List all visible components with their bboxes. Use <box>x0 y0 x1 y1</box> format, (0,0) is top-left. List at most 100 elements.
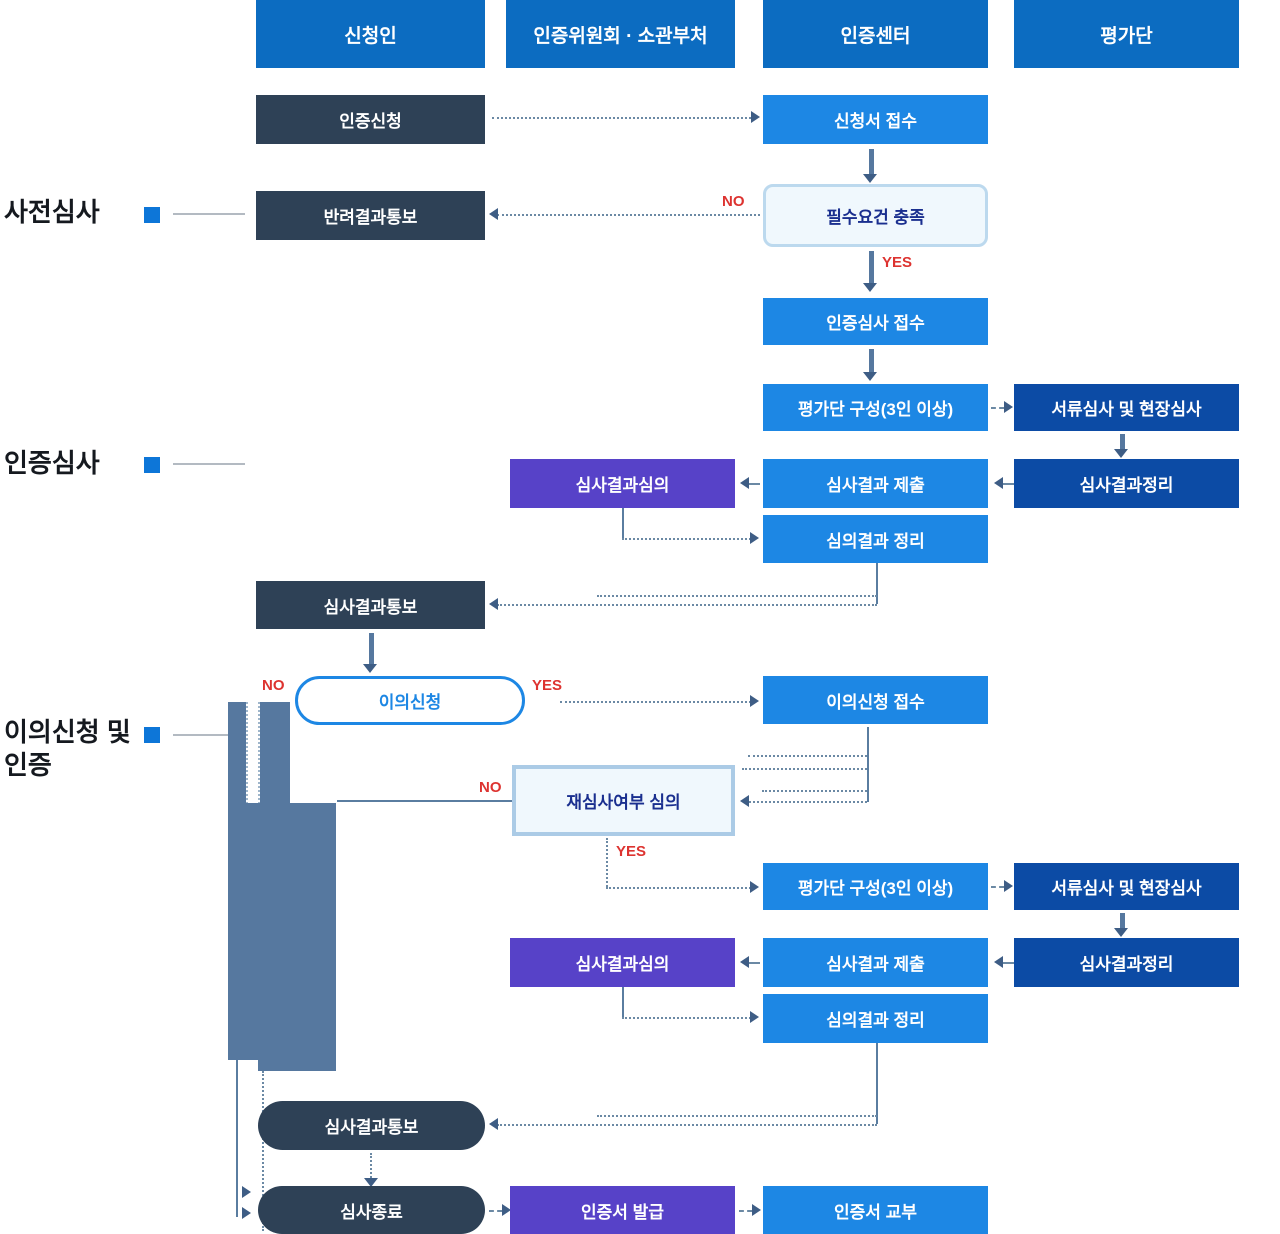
node-cert-deliver: 인증서 교부 <box>763 1186 988 1234</box>
phase-marker-square <box>144 727 160 743</box>
decision-label-no: NO <box>722 193 745 210</box>
arrowhead-down <box>863 174 877 183</box>
node-exam-end: 심사종료 <box>258 1186 485 1234</box>
connector-to-notice <box>497 604 877 606</box>
arrowhead-left <box>740 956 749 968</box>
connector-sort-to-submit <box>1003 483 1014 485</box>
connector-sort-to-submit <box>1003 962 1014 964</box>
connector-down <box>869 251 874 283</box>
connector-line <box>748 755 867 757</box>
connector-to-reexam <box>749 801 867 803</box>
decision-label-yes: YES <box>616 843 647 860</box>
connector-line <box>762 790 867 792</box>
connector-line <box>597 595 877 597</box>
arrowhead-left <box>994 477 1003 489</box>
node-result-sort-1: 심사결과정리 <box>1014 459 1239 508</box>
node-exam-receipt: 인증심사 접수 <box>763 298 988 345</box>
node-team-build-2: 평가단 구성(3인 이상) <box>763 863 988 910</box>
column-header-committee: 인증위원회 · 소관부처 <box>506 0 735 68</box>
connector-down <box>1120 913 1125 928</box>
node-deliberation-sort-2: 심의결과 정리 <box>763 994 988 1043</box>
connector-elbow <box>876 1043 878 1124</box>
arrowhead-right <box>750 1011 759 1023</box>
node-reexam-decision: 재심사여부 심의 <box>512 765 735 836</box>
connector-yes-to-objection-receipt <box>560 701 751 703</box>
connector-team-to-exam <box>991 407 1004 409</box>
decision-label-yes: YES <box>532 677 563 694</box>
no-path-line <box>236 1060 238 1217</box>
arrowhead-down <box>1114 449 1128 458</box>
node-doc-site-exam-1: 서류심사 및 현장심사 <box>1014 384 1239 431</box>
connector-elbow <box>622 987 624 1018</box>
node-result-submit-1: 심사결과 제출 <box>763 459 988 508</box>
arrowhead-down <box>363 664 377 673</box>
arrowhead-left <box>489 208 498 220</box>
no-path-bar <box>258 1060 336 1071</box>
node-deliberation-sort-1: 심의결과 정리 <box>763 515 988 563</box>
arrowhead-left <box>994 956 1003 968</box>
arrowhead-left <box>489 598 498 610</box>
connector-review-to-sort <box>622 1017 751 1019</box>
connector-review-to-sort <box>622 538 751 540</box>
node-reject-notice: 반려결과통보 <box>256 191 485 240</box>
column-header-applicant: 신청인 <box>256 0 485 68</box>
arrowhead-right <box>752 1204 761 1216</box>
node-apply: 인증신청 <box>256 95 485 144</box>
node-result-review-2: 심사결과심의 <box>510 938 735 987</box>
node-objection-receipt: 이의신청 접수 <box>763 676 988 724</box>
phase-marker-line <box>173 734 248 736</box>
node-application-receipt: 신청서 접수 <box>763 95 988 144</box>
arrowhead-right <box>242 1207 251 1219</box>
connector-no-to-reject <box>497 214 760 216</box>
decision-label-no: NO <box>479 779 502 796</box>
connector-notice-to-end <box>370 1153 372 1178</box>
connector-down <box>1120 434 1125 449</box>
arrowhead-right <box>750 695 759 707</box>
phase-marker-square <box>144 207 160 223</box>
phase-label-objection-cert: 이의신청 및 인증 <box>4 717 131 780</box>
connector-end-to-issue <box>489 1210 502 1212</box>
connector-reexam-yes <box>606 838 608 887</box>
arrowhead-down <box>863 372 877 381</box>
arrowhead-right <box>242 1186 251 1198</box>
arrowhead-down <box>1114 928 1128 937</box>
node-result-submit-2: 심사결과 제출 <box>763 938 988 987</box>
arrowhead-right <box>1004 401 1013 413</box>
arrowhead-left <box>740 795 749 807</box>
connector-line <box>742 768 867 770</box>
connector-elbow <box>867 727 869 802</box>
connector-issue-to-deliver <box>739 1210 752 1212</box>
node-doc-site-exam-2: 서류심사 및 현장심사 <box>1014 863 1239 910</box>
arrowhead-down <box>863 283 877 292</box>
connector-apply-to-receipt <box>492 117 751 119</box>
arrowhead-right <box>1004 880 1013 892</box>
connector-reexam-no <box>337 800 512 802</box>
node-team-build-1: 평가단 구성(3인 이상) <box>763 384 988 431</box>
node-cert-issue: 인증서 발급 <box>510 1186 735 1234</box>
connector-submit-to-review <box>749 962 760 964</box>
arrowhead-left <box>489 1118 498 1130</box>
arrowhead-left <box>740 477 749 489</box>
connector-to-notice <box>497 1124 877 1126</box>
node-result-review-1: 심사결과심의 <box>510 459 735 508</box>
connector-submit-to-review <box>749 483 760 485</box>
connector-elbow <box>876 563 878 604</box>
connector-yes-to-team <box>606 887 751 889</box>
arrowhead-down <box>364 1178 378 1187</box>
column-header-cert-center: 인증센터 <box>763 0 988 68</box>
phase-marker-square <box>144 457 160 473</box>
connector-line <box>597 1115 877 1117</box>
arrowhead-right <box>751 111 760 123</box>
connector-down <box>869 349 874 372</box>
decision-label-no: NO <box>262 677 285 694</box>
connector-team-to-exam <box>991 886 1004 888</box>
node-objection: 이의신청 <box>295 676 525 725</box>
arrowhead-right <box>750 532 759 544</box>
connector-elbow <box>622 508 624 539</box>
phase-label-cert-screening: 인증심사 <box>4 448 100 478</box>
connector-down <box>869 149 874 174</box>
no-path-gap <box>246 702 260 804</box>
connector-down <box>369 633 374 664</box>
no-path-bar <box>228 803 336 1060</box>
